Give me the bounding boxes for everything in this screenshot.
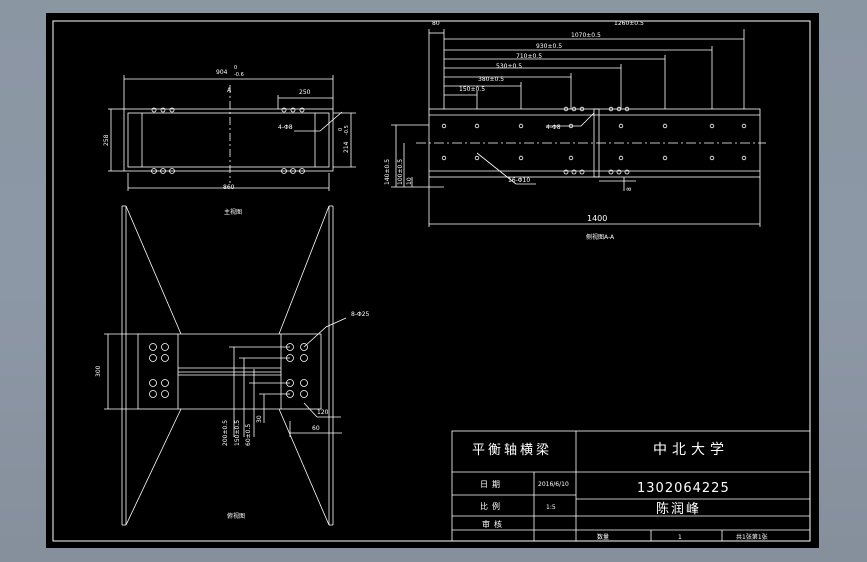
side-right-dim: 8 [626, 187, 633, 191]
top-view-holes [151, 107, 305, 174]
top-dim-214-tol-down: -0.5 [344, 125, 350, 135]
plan-view-caption: 俯视图 [227, 512, 245, 520]
part-name: 平衡轴横梁 [472, 443, 552, 458]
date-value: 2016/6/10 [538, 481, 569, 488]
title-block [451, 430, 811, 542]
qty-label: 数量 [597, 533, 609, 541]
side-view [391, 29, 766, 227]
plan-dim-300: 300 [95, 365, 102, 377]
side-dim-top-6: 150±0.5 [459, 86, 485, 93]
top-view [108, 75, 356, 191]
top-dim-width-tol-down: -0.6 [234, 72, 244, 78]
top-hole-label: 4-Φ8 [278, 124, 293, 131]
plan-dim-vert-3: 30 [256, 415, 263, 423]
school-name: 中北大学 [653, 442, 729, 458]
side-left-dim-1: 100±0.5 [397, 159, 404, 185]
inner-border [52, 20, 811, 542]
side-dim-top-5: 380±0.5 [478, 76, 504, 83]
review-label: 审核 [482, 519, 506, 529]
qty-value: 1 [678, 534, 682, 541]
side-dim-first: 80 [432, 20, 440, 27]
top-dim-width-tol-up: 0 [234, 65, 237, 71]
plan-dim-vert-0: 200±0.5 [222, 420, 229, 446]
side-dim-top-3: 710±0.5 [516, 53, 542, 60]
side-dim-top-0: 1260±0.5 [614, 20, 644, 27]
side-left-dim-2: 10 [406, 177, 413, 185]
engineering-drawing: 904 0 -0.6 A 250 258 214 0 -0.5 860 4-Φ8… [52, 20, 811, 542]
top-dim-258: 258 [103, 134, 110, 146]
plan-hole-label: 8-Φ25 [351, 311, 370, 318]
side-view-web [593, 108, 600, 178]
sheet-info: 共1张第1张 [736, 533, 768, 541]
drawing-sheet: 904 0 -0.6 A 250 258 214 0 -0.5 860 4-Φ8… [46, 13, 819, 548]
plan-view [104, 205, 347, 526]
side-dim-top-2: 930±0.5 [536, 43, 562, 50]
top-dim-250: 250 [299, 89, 311, 96]
top-dim-214: 214 [343, 141, 350, 153]
side-hole-label-b: 16-Φ10 [508, 177, 530, 184]
plan-dim-120: 120 [317, 409, 329, 416]
top-dim-width: 904 [216, 69, 228, 76]
side-view-holes [441, 106, 747, 175]
plan-dim-60: 60 [312, 425, 320, 432]
scale-label: 比例 [480, 501, 504, 511]
top-view-inner [127, 112, 330, 168]
plan-dim-vert-2: 60±0.5 [245, 424, 252, 446]
side-view-caption: 侧视图A-A [586, 233, 615, 241]
author-name: 陈润峰 [656, 501, 701, 517]
top-dim-860: 860 [223, 184, 235, 191]
side-dim-top-4: 530±0.5 [496, 63, 522, 70]
plan-dim-vert-1: 150±0.5 [234, 420, 241, 446]
scale-value: 1:5 [546, 504, 556, 511]
side-dim-total: 1400 [587, 214, 607, 223]
side-hole-label-a: 4-Φ8 [546, 124, 561, 131]
date-label: 日期 [480, 480, 504, 489]
top-view-outline [123, 108, 334, 172]
section-mark-a: A [227, 87, 232, 94]
side-left-dim-0: 140±0.5 [384, 159, 391, 185]
top-dim-214-tol-up: 0 [338, 128, 344, 131]
top-view-caption: 主视图 [224, 208, 242, 216]
student-id: 1302064225 [637, 481, 730, 496]
side-dim-top-1: 1070±0.5 [571, 32, 601, 39]
plan-view-holes [149, 343, 308, 398]
